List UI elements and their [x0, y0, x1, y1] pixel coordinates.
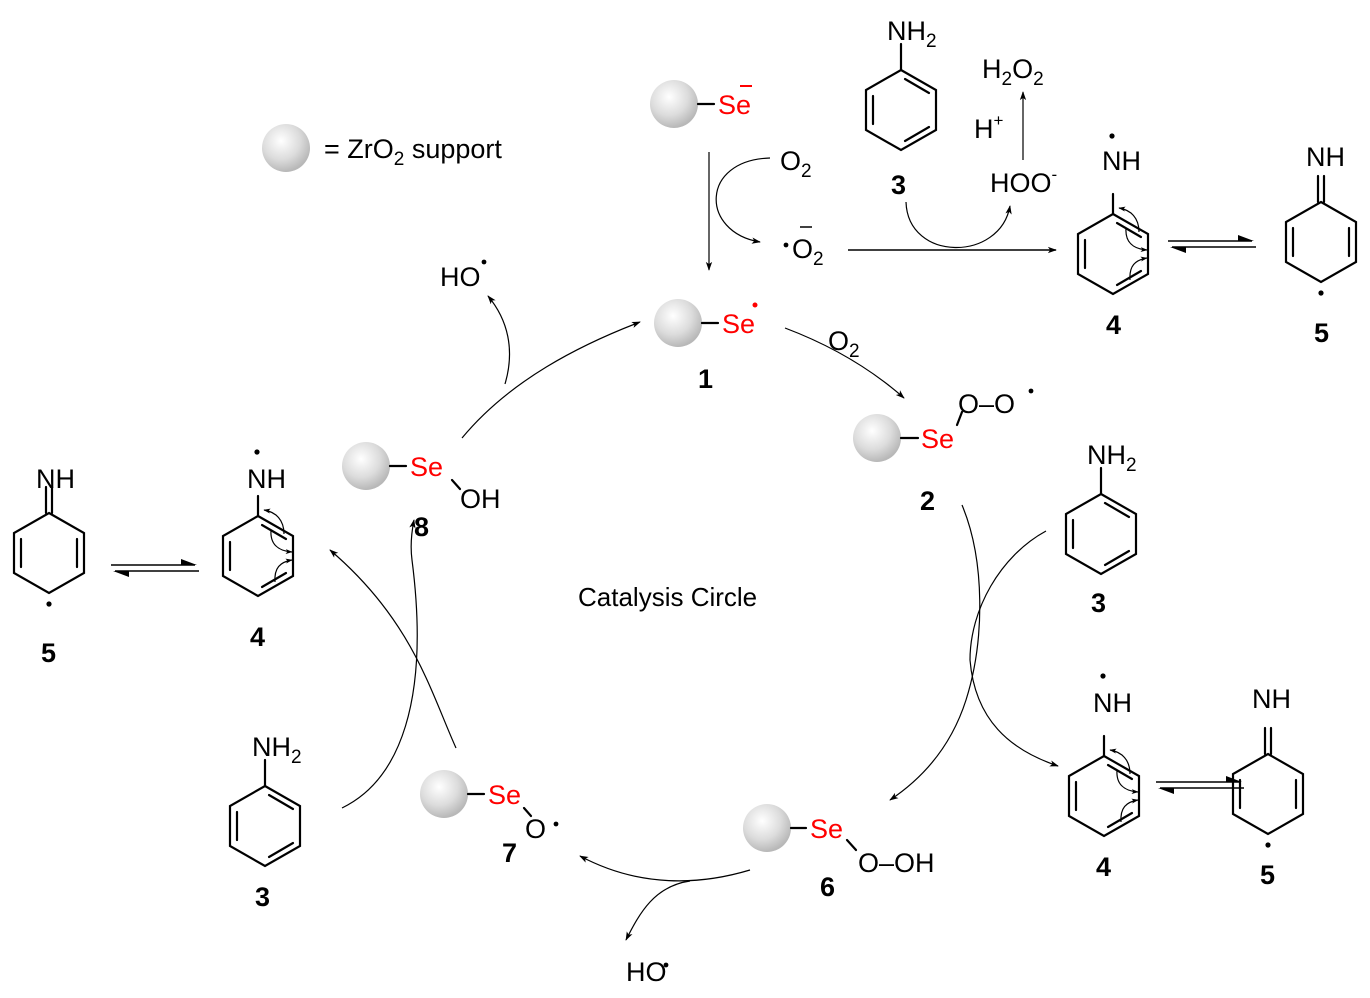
svg-text:O2: O2 — [792, 234, 824, 270]
hydroxyl-radical-label: HO — [440, 262, 481, 292]
zro2-sphere-icon — [654, 299, 702, 347]
legend-label: = ZrO2 support — [324, 134, 502, 170]
svg-text:2: 2 — [920, 486, 935, 516]
svg-text:Se: Se — [810, 814, 843, 844]
svg-text:NH: NH — [1306, 142, 1345, 172]
imine-radical-5-top: NH 5 — [1284, 142, 1358, 348]
equilibrium-arrow — [1155, 775, 1245, 795]
o2-label: O2 — [780, 146, 812, 182]
catalysis-circle-caption: Catalysis Circle — [578, 582, 757, 612]
legend: = ZrO2 support — [262, 124, 502, 172]
svg-text:3: 3 — [1091, 588, 1106, 618]
svg-text:5: 5 — [41, 638, 56, 668]
svg-text:Se: Se — [410, 452, 443, 482]
curved-arrow — [625, 880, 691, 941]
svg-text:Se: Se — [722, 309, 755, 339]
aniline-3-right: NH2 3 — [1064, 440, 1138, 618]
curved-arrow — [715, 157, 771, 244]
aniline-3-left: NH2 3 — [228, 732, 302, 912]
svg-text:7: 7 — [502, 838, 517, 868]
reaction-arrow — [969, 530, 1059, 767]
zro2-sphere-icon — [262, 124, 310, 172]
svg-text:3: 3 — [255, 882, 270, 912]
aniline-3-top: NH2 3 — [864, 16, 938, 200]
svg-text:5: 5 — [1314, 318, 1329, 348]
compound-1: Se 1 — [654, 299, 758, 394]
imine-radical-5-left: NH 5 — [12, 464, 86, 668]
svg-text:Se: Se — [921, 424, 954, 454]
compound-7: Se O 7 — [420, 770, 559, 868]
svg-text:4: 4 — [250, 622, 265, 652]
hydroperoxide-label: HOO- — [990, 165, 1057, 198]
reaction-arrow — [579, 855, 751, 882]
svg-text:O–OH: O–OH — [858, 848, 935, 878]
compound-8: Se OH 8 — [342, 442, 501, 542]
svg-text:NH: NH — [36, 464, 75, 494]
reaction-arrow — [784, 327, 905, 399]
equilibrium-arrow — [1167, 234, 1257, 254]
zro2-sphere-icon — [650, 80, 698, 128]
reaction-arrow — [341, 519, 418, 809]
reaction-arrow — [889, 504, 981, 801]
superoxide-label: O2 — [783, 226, 824, 270]
compound-6: Se O–OH 6 — [743, 804, 935, 902]
proton-label: H+ — [974, 111, 1004, 144]
svg-text:NH2: NH2 — [887, 16, 937, 52]
zro2-sphere-icon — [342, 442, 390, 490]
curved-arrow — [905, 201, 1012, 249]
h2o2-label: H2O2 — [982, 54, 1044, 90]
curved-arrow — [487, 295, 511, 385]
svg-text:NH2: NH2 — [252, 732, 302, 768]
svg-text:6: 6 — [820, 872, 835, 902]
svg-text:NH: NH — [1093, 688, 1132, 718]
anilino-radical-4-bottom: NH 4 — [1069, 673, 1139, 882]
o2-label: O2 — [828, 326, 860, 362]
imine-radical-5-bottom: NH 5 — [1231, 684, 1305, 890]
anilino-radical-4-top: NH 4 — [1078, 133, 1148, 340]
svg-text:NH: NH — [1102, 146, 1141, 176]
equilibrium-arrow — [110, 558, 200, 578]
svg-text:1: 1 — [698, 364, 713, 394]
zro2-sphere-icon — [853, 414, 901, 462]
svg-text:4: 4 — [1096, 852, 1111, 882]
svg-text:NH: NH — [247, 464, 286, 494]
selenium-atom: Se — [718, 90, 751, 120]
svg-text:8: 8 — [414, 512, 429, 542]
reaction-arrow — [329, 549, 457, 749]
svg-text:NH: NH — [1252, 684, 1291, 714]
svg-text:O: O — [525, 814, 546, 844]
zro2-sphere-icon — [743, 804, 791, 852]
svg-text:5: 5 — [1260, 860, 1275, 890]
svg-text:NH2: NH2 — [1087, 440, 1137, 476]
hydroxyl-radical-label: HO — [626, 957, 667, 987]
zro2-sphere-icon — [420, 770, 468, 818]
svg-text:O–O: O–O — [958, 389, 1015, 419]
svg-text:4: 4 — [1106, 310, 1121, 340]
svg-text:Se: Se — [488, 780, 521, 810]
se-anion-catalyst: Se — [650, 80, 752, 128]
svg-text:OH: OH — [460, 484, 501, 514]
compound-2: Se O–O 2 — [853, 388, 1034, 516]
svg-text:3: 3 — [891, 170, 906, 200]
anilino-radical-4-left: NH 4 — [223, 449, 293, 652]
reaction-arrow — [461, 321, 641, 439]
